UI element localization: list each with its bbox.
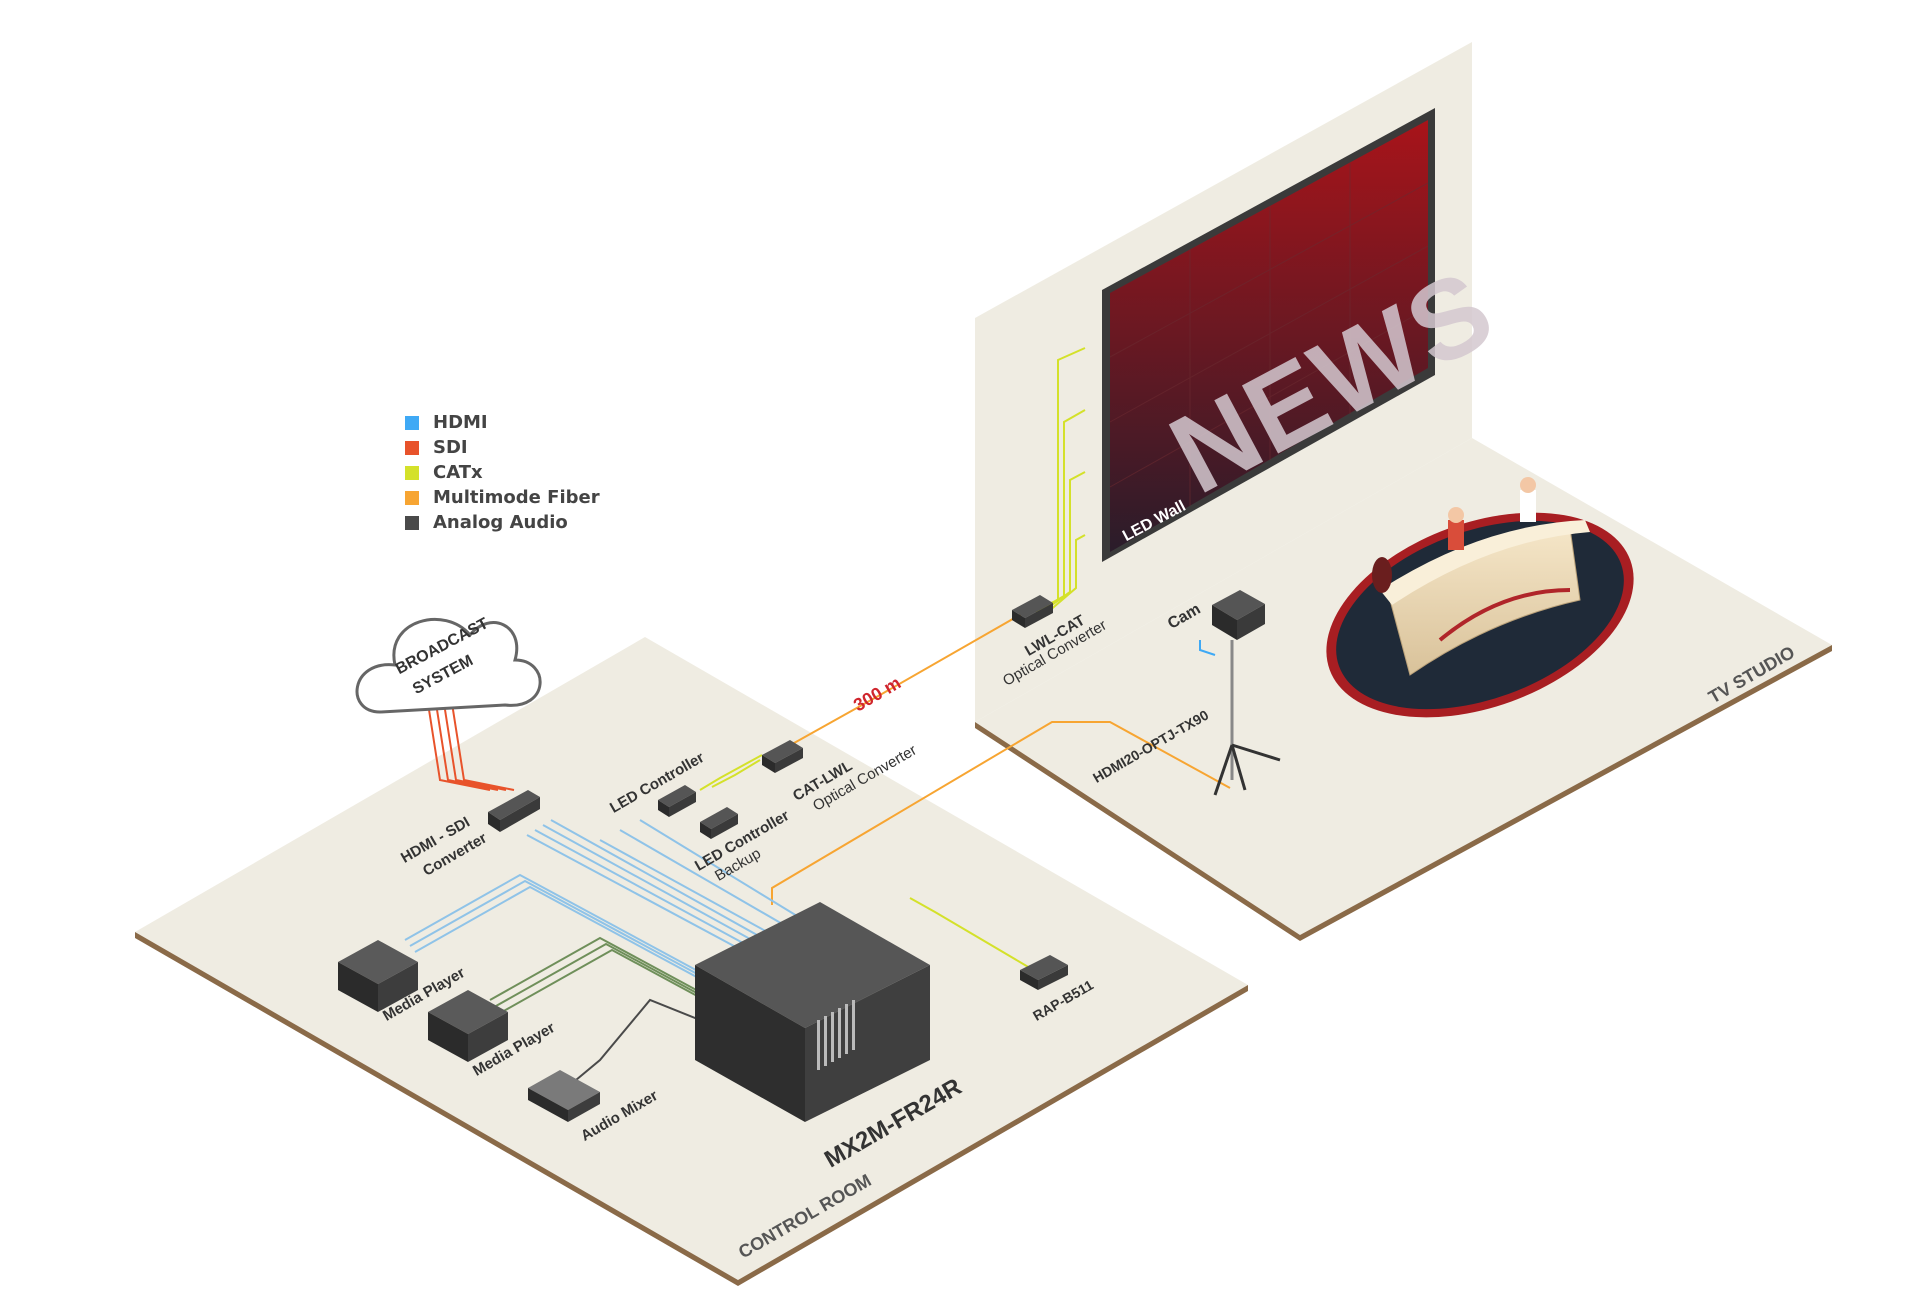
legend-item: HDMI [405, 410, 600, 435]
led-wall-screen [1102, 108, 1435, 562]
legend-label: SDI [433, 437, 468, 458]
legend-item: CATx [405, 460, 600, 485]
legend: HDMI SDI CATx Multimode Fiber Analog Aud… [405, 410, 600, 535]
legend-swatch [405, 490, 419, 505]
rap-b511-device [1020, 955, 1068, 990]
legend-swatch [405, 465, 419, 480]
legend-item: SDI [405, 435, 600, 460]
led-controller-device [658, 785, 696, 817]
legend-label: HDMI [433, 412, 488, 433]
media-player-1-device [338, 940, 418, 1012]
led-controller-backup-device [700, 807, 738, 839]
legend-label: Analog Audio [433, 512, 568, 533]
camera-device [1212, 590, 1281, 796]
legend-label: Multimode Fiber [433, 487, 600, 508]
mx2m-fr24r-matrix-device [695, 902, 930, 1122]
lwl-cat-converter-device [1012, 595, 1053, 628]
control-room-floor [135, 637, 1248, 1286]
legend-item: Analog Audio [405, 510, 600, 535]
news-desk [1326, 477, 1634, 718]
broadcast-cloud-icon [355, 618, 542, 714]
hdmi-sdi-converter-device [488, 790, 540, 832]
legend-item: Multimode Fiber [405, 485, 600, 510]
legend-swatch [405, 440, 419, 455]
cat-lwl-converter-device [762, 740, 803, 773]
legend-swatch [405, 415, 419, 430]
legend-swatch [405, 515, 419, 530]
legend-label: CATx [433, 462, 483, 483]
media-player-2-device [428, 990, 508, 1062]
audio-mixer-device [528, 1070, 600, 1122]
